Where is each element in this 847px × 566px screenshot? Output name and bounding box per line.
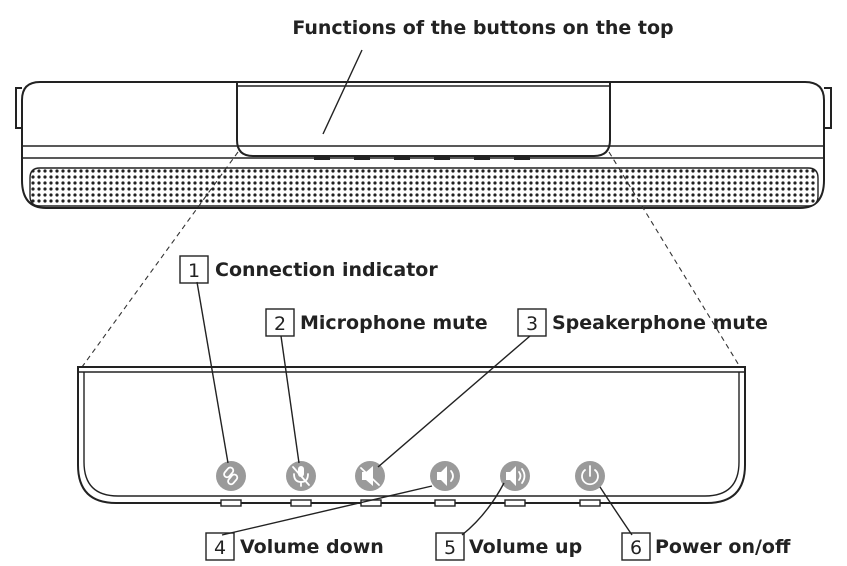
connection-indicator-button[interactable] <box>216 461 246 491</box>
speaker-grill <box>30 168 818 206</box>
volume-up-button[interactable] <box>500 461 530 491</box>
callout-3: 3 Speakerphone mute <box>517 308 768 337</box>
button-led-slots <box>220 499 601 507</box>
speakerphone-device <box>15 81 832 209</box>
callout-1: 1 Connection indicator <box>179 255 438 284</box>
callout-number-5: 5 <box>444 537 456 559</box>
power-button[interactable] <box>575 461 605 491</box>
callout-number-1: 1 <box>188 260 200 282</box>
leader-line-4 <box>221 485 433 536</box>
volume-down-button[interactable] <box>430 461 460 491</box>
zoom-guide-right <box>608 151 741 368</box>
microphone-mute-icon <box>292 466 310 487</box>
callout-5: 5 Volume up <box>435 532 582 561</box>
callout-number-4: 4 <box>214 537 226 559</box>
callout-number-6: 6 <box>630 537 642 559</box>
left-end-cap <box>15 87 22 129</box>
device-body <box>21 81 825 209</box>
right-end-cap <box>824 87 832 129</box>
callout-label-2: Microphone mute <box>300 312 488 334</box>
top-control-panel <box>236 81 611 157</box>
power-icon <box>581 465 599 486</box>
callout-label-6: Power on/off <box>655 536 791 558</box>
microphone-mute-button[interactable] <box>286 461 316 491</box>
leader-line-6 <box>599 486 633 536</box>
callout-label-3: Speakerphone mute <box>552 312 768 334</box>
speakerphone-mute-button[interactable] <box>355 461 385 491</box>
callout-label-4: Volume down <box>240 536 384 558</box>
leader-line-3 <box>377 335 531 468</box>
callout-label-1: Connection indicator <box>215 259 438 281</box>
leader-line-2 <box>280 335 300 464</box>
callout-2: 2 Microphone mute <box>265 308 488 337</box>
callout-label-5: Volume up <box>469 536 582 558</box>
enlarged-control-panel <box>77 366 746 504</box>
leader-line-1 <box>196 281 229 464</box>
volume-up-icon <box>506 466 526 486</box>
diagram-title: Functions of the buttons on the top <box>292 17 673 39</box>
title-leader-line <box>322 49 363 135</box>
callout-4: 4 Volume down <box>205 532 384 561</box>
callout-number-3: 3 <box>526 313 538 335</box>
panel-led-slots <box>314 156 530 160</box>
speaker-mute-icon <box>360 466 380 486</box>
link-icon <box>223 466 239 486</box>
callout-number-2: 2 <box>274 313 286 335</box>
callout-6: 6 Power on/off <box>621 532 791 561</box>
leader-line-5 <box>461 482 505 536</box>
volume-down-icon <box>437 466 454 486</box>
